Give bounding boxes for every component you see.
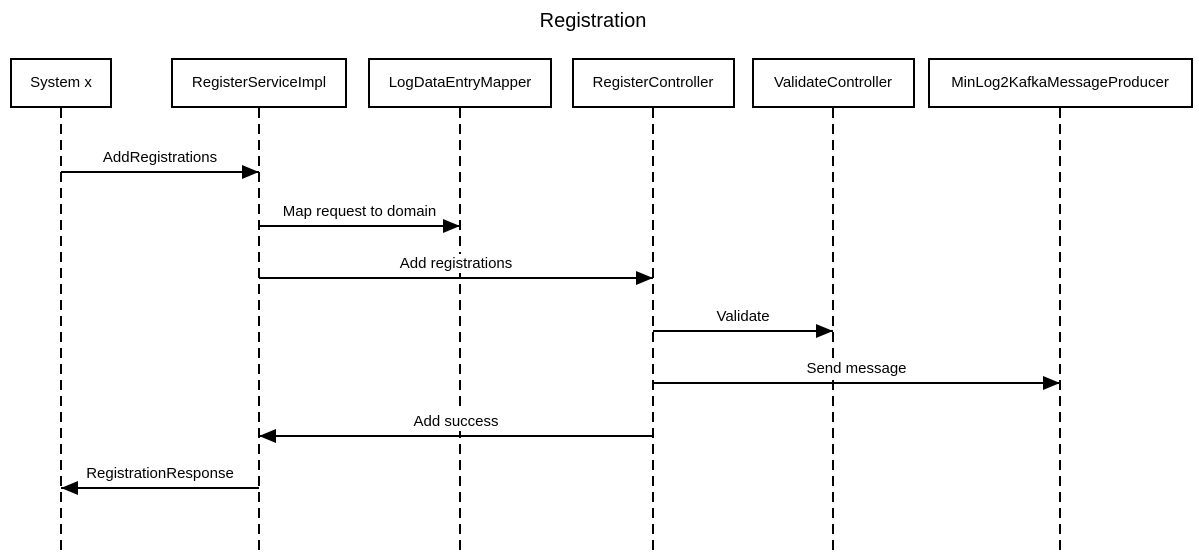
- message-label-5: Add success: [411, 412, 501, 431]
- message-label-0: AddRegistrations: [100, 148, 220, 167]
- message-label-3: Validate: [714, 307, 772, 326]
- message-line-3: [653, 330, 833, 332]
- participant-box-system-x: System x: [10, 58, 112, 108]
- arrowhead-icon: [1043, 376, 1060, 390]
- arrowhead-icon: [636, 271, 653, 285]
- participant-label-validate-controller: ValidateController: [773, 74, 893, 91]
- message-line-2: [259, 277, 653, 279]
- message-line-6: [61, 487, 259, 489]
- arrowhead-icon: [242, 165, 259, 179]
- lifeline-register-service-impl: [258, 108, 260, 555]
- message-label-1: Map request to domain: [280, 202, 439, 221]
- message-line-4: [653, 382, 1060, 384]
- participant-box-register-controller: RegisterController: [571, 58, 735, 108]
- diagram-title: Registration: [539, 10, 647, 32]
- lifeline-minlog2kafka-message-producer: [1059, 108, 1061, 555]
- message-line-5: [259, 435, 653, 437]
- participant-box-log-data-entry-mapper: LogDataEntryMapper: [368, 58, 552, 108]
- participant-box-register-service-impl: RegisterServiceImpl: [171, 58, 347, 108]
- participant-box-minlog2kafka-message-producer: MinLog2KafkaMessageProducer: [927, 58, 1193, 108]
- participant-label-system-x: System x: [30, 74, 92, 91]
- message-line-1: [259, 225, 460, 227]
- lifeline-system-x: [60, 108, 62, 555]
- lifeline-log-data-entry-mapper: [459, 108, 461, 555]
- participant-label-log-data-entry-mapper: LogDataEntryMapper: [388, 74, 532, 91]
- message-label-2: Add registrations: [397, 254, 515, 273]
- arrowhead-icon: [61, 481, 78, 495]
- lifeline-register-controller: [652, 108, 654, 555]
- message-line-0: [61, 171, 259, 173]
- arrowhead-icon: [816, 324, 833, 338]
- participant-label-register-service-impl: RegisterServiceImpl: [191, 74, 327, 91]
- message-label-6: RegistrationResponse: [84, 464, 236, 483]
- participant-label-register-controller: RegisterController: [592, 74, 714, 91]
- lifeline-validate-controller: [832, 108, 834, 555]
- arrowhead-icon: [259, 429, 276, 443]
- participant-box-validate-controller: ValidateController: [751, 58, 915, 108]
- arrowhead-icon: [443, 219, 460, 233]
- participant-label-minlog2kafka-message-producer: MinLog2KafkaMessageProducer: [951, 74, 1169, 91]
- message-label-4: Send message: [804, 359, 909, 378]
